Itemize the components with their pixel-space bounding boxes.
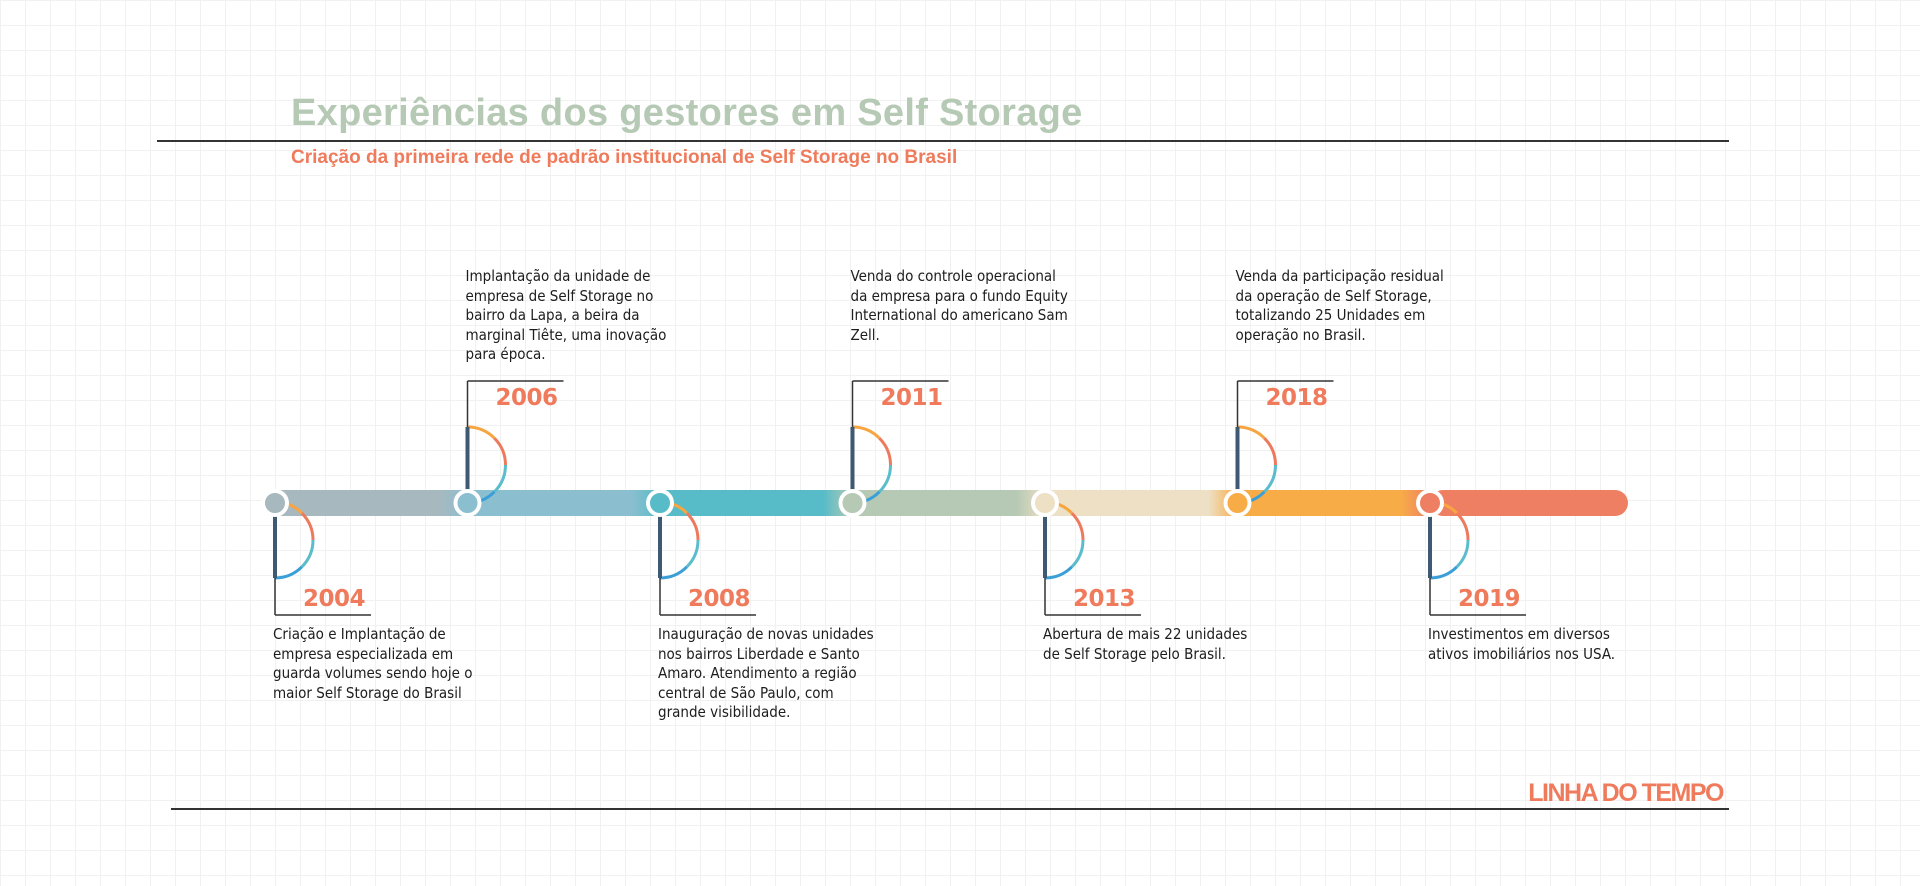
arc-segment (659, 565, 688, 580)
arc-segment (300, 512, 315, 541)
timeline-segment (1045, 490, 1239, 516)
arc-segment (1429, 565, 1458, 580)
milestone-description: Abertura de mais 22 unidades de Self Sto… (1043, 625, 1248, 663)
arc-segment (1044, 565, 1073, 580)
milestone-dot (1223, 489, 1252, 517)
page-subtitle: Criação da primeira rede de padrão insti… (291, 147, 958, 168)
arc-segment (878, 464, 892, 493)
arc-segment (1070, 539, 1085, 568)
milestone-description: Investimentos em diversos ativos imobili… (1428, 625, 1616, 663)
milestone-description: Criação e Implantação de empresa especia… (273, 625, 473, 702)
milestone-dot (1416, 489, 1444, 517)
milestone-description: Inauguração de novas unidades nos bairro… (658, 625, 874, 722)
timeline-segment (275, 490, 469, 516)
arc-segment (300, 539, 315, 568)
milestone-dot (453, 489, 482, 517)
arc-segment (1263, 437, 1277, 466)
arc-segment (878, 437, 892, 466)
arc-segment (1070, 512, 1085, 541)
milestone-dot (838, 489, 867, 517)
milestone-year: 2019 (1458, 586, 1521, 612)
milestone-dot (1031, 489, 1059, 517)
footer-divider (171, 808, 1729, 810)
arc-segment (274, 565, 303, 580)
footer-label: LINHA DO TEMPO (1528, 779, 1724, 807)
arc-segment (685, 512, 700, 541)
milestone-description: Venda do controle operacional da empresa… (850, 267, 1068, 344)
arc-segment (1455, 539, 1470, 568)
timeline-segment (467, 490, 661, 516)
milestone-year: 2011 (880, 385, 944, 411)
timeline-segment (1430, 490, 1628, 516)
milestone-year: 2008 (688, 586, 751, 612)
milestone-dot (646, 489, 674, 517)
timeline-segment (852, 490, 1046, 516)
title-divider (157, 140, 1729, 142)
milestone-dot (261, 489, 289, 517)
arc-segment (852, 425, 881, 440)
timeline-segment (1237, 490, 1431, 516)
arc-segment (1237, 425, 1266, 440)
page-title: Experiências dos gestores em Self Storag… (291, 92, 1083, 134)
milestone-year: 2018 (1265, 385, 1329, 411)
milestone-year: 2004 (303, 586, 366, 612)
arc-segment (493, 464, 507, 493)
arc-segment (1455, 512, 1470, 541)
milestone-year: 2013 (1073, 586, 1136, 612)
milestone-year: 2006 (495, 385, 559, 411)
milestone-description: Venda da participação residual da operaç… (1235, 267, 1444, 344)
arc-segment (493, 437, 507, 466)
milestone-description: Implantação da unidade de empresa de Sel… (465, 267, 667, 364)
arc-segment (1263, 464, 1277, 493)
arc-segment (685, 539, 700, 568)
arc-segment (467, 425, 496, 440)
timeline-segment (660, 490, 854, 516)
